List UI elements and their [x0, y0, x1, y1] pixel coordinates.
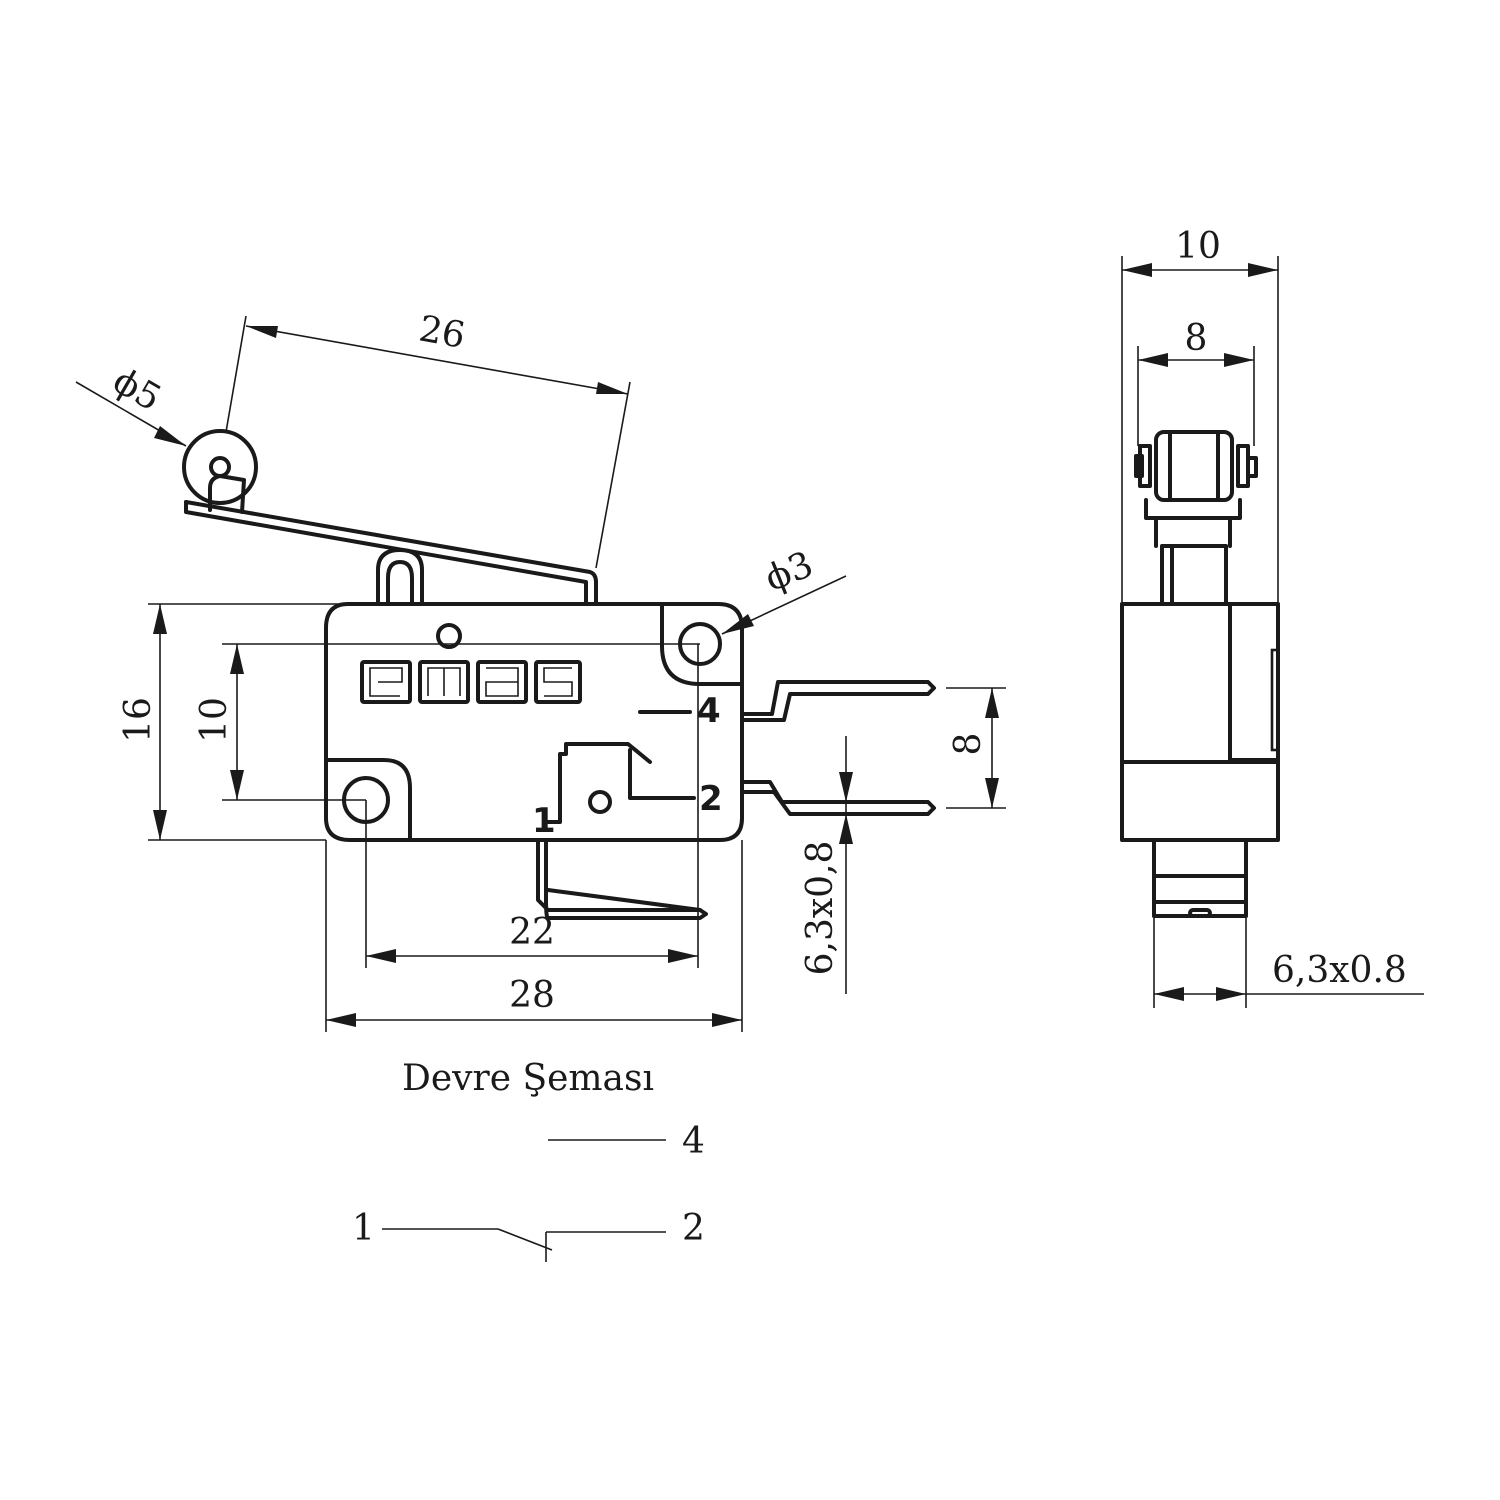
- top-small-hole: [436, 623, 462, 649]
- svg-text:ϕ3: ϕ3: [759, 544, 818, 600]
- dim-terminal-tab-front: 6,3x0.8: [1153, 916, 1424, 1008]
- dim-total-width: 10: [1121, 226, 1279, 604]
- left-mount-boss: [324, 758, 412, 842]
- dim-terminal-tab-side: 6,3x0,8: [800, 736, 853, 994]
- svg-text:8: 8: [948, 733, 989, 756]
- svg-text:6,3x0,8: 6,3x0,8: [800, 841, 841, 976]
- dim-mount-hole-diameter: ϕ3: [721, 544, 847, 635]
- pin-label-4: 4: [697, 691, 721, 731]
- terminal-4: [740, 680, 936, 722]
- emas-logo: emas: [360, 660, 582, 704]
- dim-lever-length: 26: [225, 309, 631, 569]
- lever-arm: [184, 500, 598, 606]
- dim-terminal-spacing: 8: [946, 687, 1006, 809]
- front-view: 10 8 6,3x0.8: [1120, 226, 1424, 1008]
- svg-text:8: 8: [1185, 318, 1208, 359]
- svg-text:10: 10: [1175, 226, 1221, 267]
- circuit-label-2: 2: [682, 1208, 705, 1249]
- body-circuit-symbol: 4 2 1: [532, 691, 723, 841]
- circuit-diagram: Devre Şeması 4 1 2: [352, 1058, 705, 1262]
- pin-label-1: 1: [532, 801, 556, 841]
- svg-text:16: 16: [118, 697, 159, 743]
- dim-body-length: 28: [325, 840, 743, 1032]
- front-plunger: [1160, 544, 1228, 606]
- front-body: [1120, 602, 1280, 842]
- circuit-switch-blade: [497, 1228, 553, 1251]
- dim-roller-diameter: ϕ5: [75, 360, 187, 447]
- terminal-2: [740, 780, 936, 816]
- circuit-label-1: 1: [352, 1208, 375, 1249]
- side-view: emas 4 2 1 ϕ5 26: [75, 309, 1006, 1032]
- roller-axle: [209, 456, 231, 478]
- front-roller: [1154, 430, 1234, 502]
- switch-body: [324, 602, 744, 842]
- brand-logo-text: emas: [470, 689, 473, 691]
- circuit-label-4: 4: [682, 1121, 705, 1162]
- roller: [182, 429, 258, 505]
- svg-text:22: 22: [509, 912, 555, 953]
- svg-text:6,3x0.8: 6,3x0.8: [1272, 950, 1407, 991]
- dim-hole-horizontal-spacing: 22: [365, 644, 699, 968]
- svg-text:28: 28: [509, 975, 555, 1016]
- front-lever: [1144, 498, 1242, 520]
- terminal-1: [536, 838, 708, 920]
- dim-hole-vertical-spacing: 10: [194, 643, 700, 801]
- plunger: [376, 548, 424, 606]
- pin-label-2: 2: [699, 779, 723, 819]
- circuit-diagram-title: Devre Şeması: [402, 1058, 654, 1099]
- svg-text:10: 10: [194, 697, 235, 743]
- dim-roller-width: 8: [1137, 318, 1255, 446]
- svg-text:26: 26: [416, 309, 468, 357]
- svg-text:ϕ5: ϕ5: [106, 360, 168, 419]
- dim-body-height: 16: [118, 603, 346, 841]
